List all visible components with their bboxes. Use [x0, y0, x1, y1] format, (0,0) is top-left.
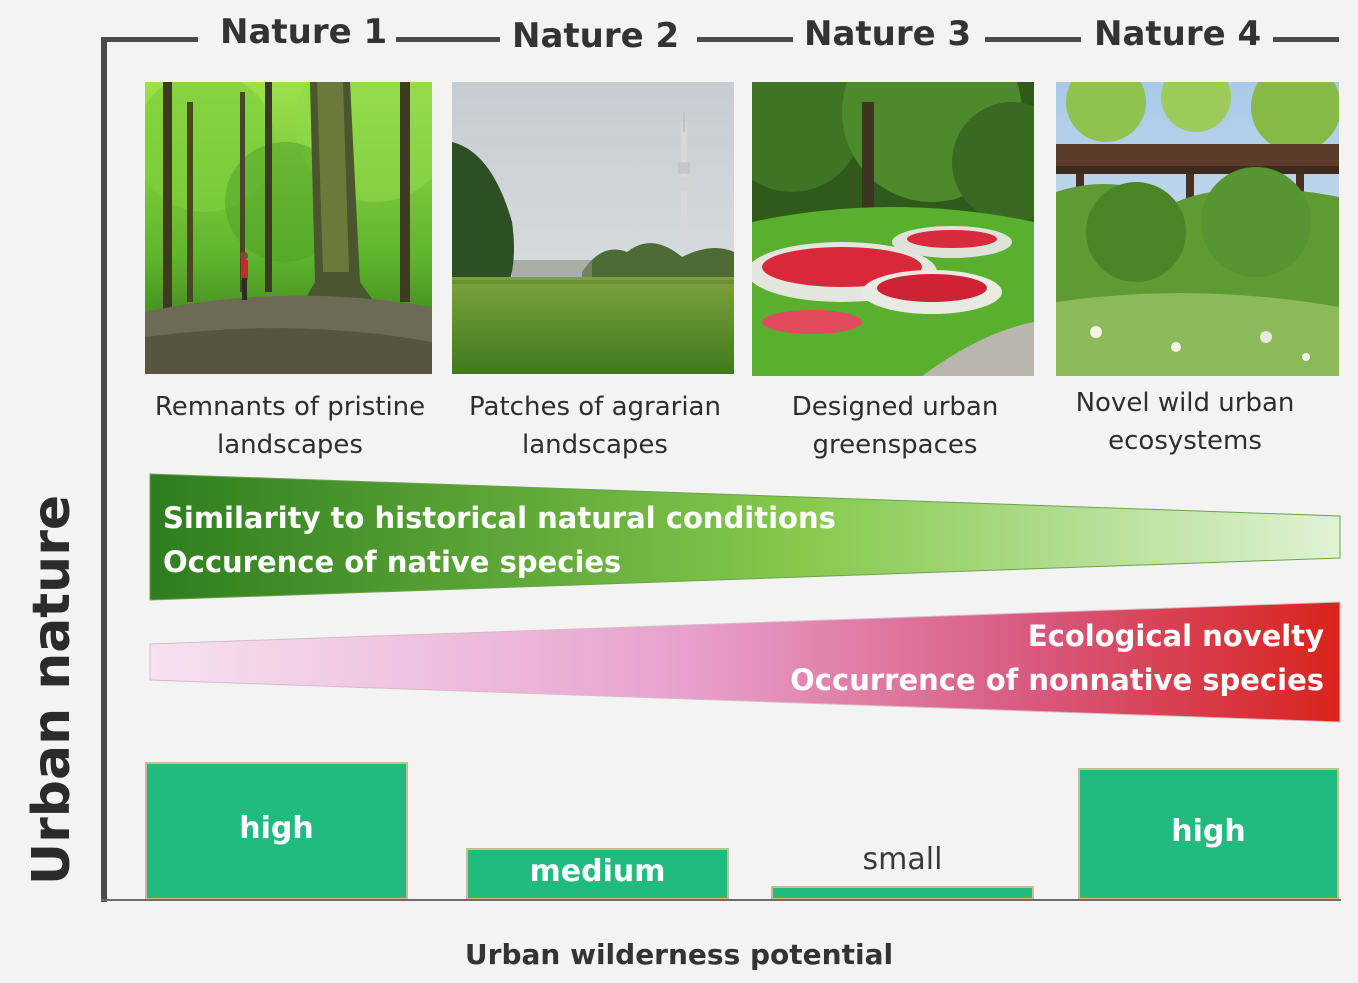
- top-axis-segment: [101, 37, 198, 42]
- nature-1-title: Nature 1: [220, 12, 388, 52]
- x-axis-label: Urban wilderness potential: [464, 938, 894, 971]
- nature-2-title: Nature 2: [512, 16, 680, 56]
- nature-3-title: Nature 3: [804, 14, 972, 54]
- forest-photo: [145, 82, 432, 374]
- potential-label-nature-1: high: [239, 811, 314, 846]
- potential-label-nature-3: small: [862, 842, 943, 877]
- nature-1-caption: Remnants of pristine landscapes: [154, 392, 426, 460]
- nature-4-title: Nature 4: [1094, 14, 1262, 54]
- potential-label-nature-2: medium: [529, 854, 666, 889]
- x-axis-baseline: [101, 899, 1341, 901]
- nature-2-caption: Patches of agrarian landscapes: [469, 392, 721, 460]
- top-axis-segment: [396, 37, 500, 42]
- industrial-wild-photo: [1056, 82, 1339, 376]
- novel-line-2: Occurrence of nonnative species: [790, 663, 1324, 697]
- native-line-1: Similarity to historical natural conditi…: [163, 501, 836, 535]
- nature-3-caption: Designed urban greenspaces: [791, 392, 999, 460]
- potential-label-nature-4: high: [1171, 814, 1246, 849]
- novel-gradient-wedge: [148, 600, 1342, 724]
- native-line-2: Occurence of native species: [163, 545, 622, 579]
- native-gradient-wedge: [148, 472, 1342, 602]
- novel-line-1: Ecological novelty: [1027, 619, 1324, 653]
- y-axis-line: [101, 38, 107, 902]
- top-axis-segment: [1273, 37, 1339, 42]
- y-axis-label: Urban nature: [22, 494, 82, 886]
- top-axis-segment: [985, 37, 1081, 42]
- flower-garden-photo: [752, 82, 1034, 376]
- potential-bar-nature-3: [771, 886, 1034, 900]
- farmland-tower-photo: [452, 82, 734, 374]
- top-axis-segment: [697, 37, 793, 42]
- nature-4-caption: Novel wild urban ecosystems: [1075, 388, 1295, 456]
